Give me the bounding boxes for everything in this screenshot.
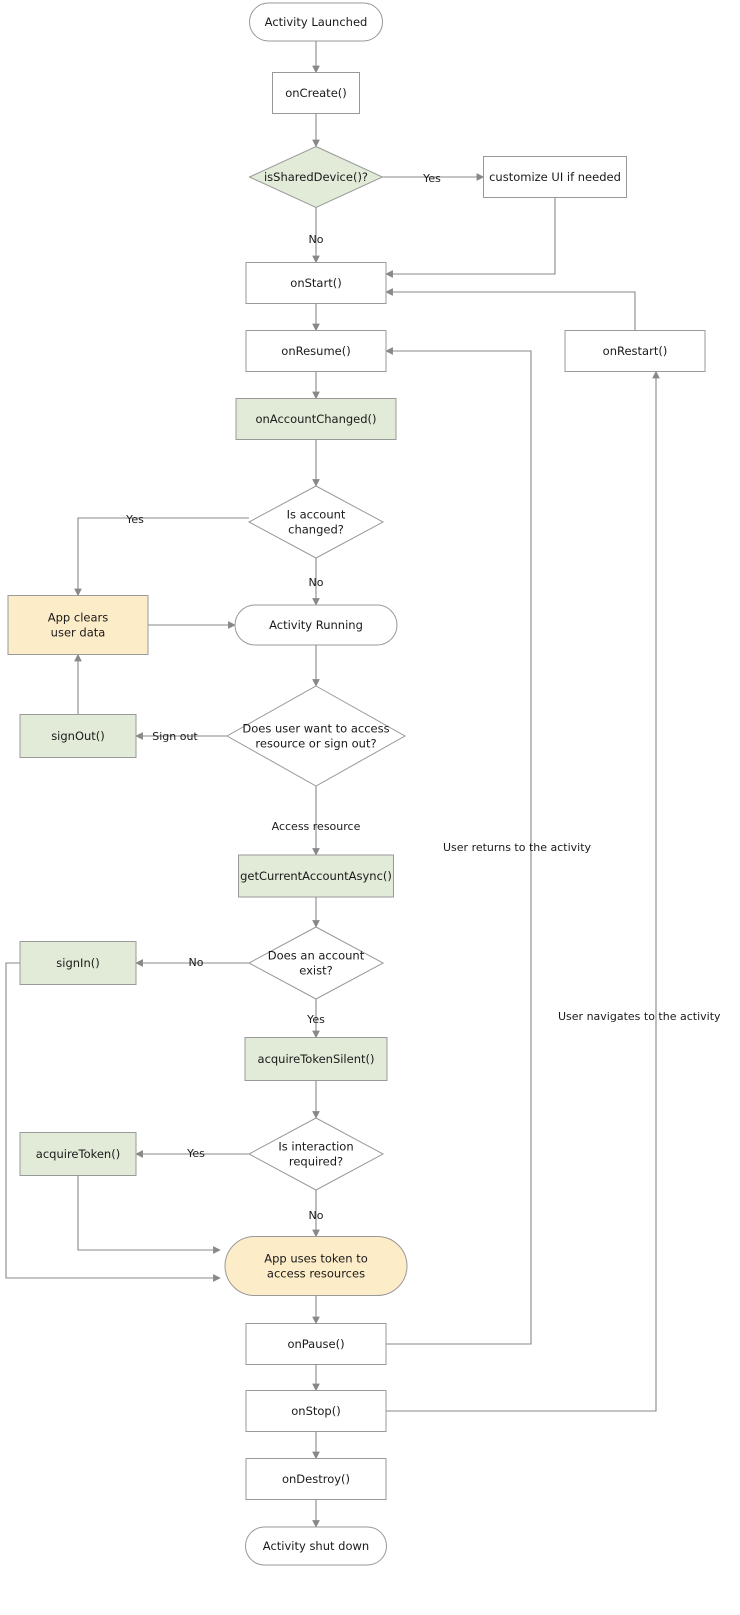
node-shape [247, 485, 385, 559]
node-sign_out[interactable]: signOut() [19, 714, 137, 758]
node-acquire_token[interactable]: acquireToken() [19, 1132, 137, 1176]
node-shape [245, 262, 387, 304]
node-label-get_current_account: getCurrentAccountAsync() [240, 869, 392, 883]
node-on_start[interactable]: onStart() [245, 262, 387, 304]
node-label-is_shared_device: isSharedDevice()? [264, 170, 368, 184]
node-on_create[interactable]: onCreate() [272, 72, 360, 114]
node-on_resume[interactable]: onResume() [245, 330, 387, 372]
node-on_restart[interactable]: onRestart() [564, 330, 706, 372]
edge-label-exist_no: No [189, 956, 204, 969]
edge-label-sign_out_label: Sign out [152, 730, 198, 743]
edge-label-shared_yes: Yes [422, 172, 441, 185]
node-label-acquire_token: acquireToken() [36, 1147, 120, 1161]
edge-label-user_navigates: User navigates to the activity [558, 1010, 721, 1023]
edge-label-account_yes: Yes [125, 513, 144, 526]
node-activity_running[interactable]: Activity Running [234, 604, 398, 646]
edge-acquiretoken-to-appusestoken [77, 1175, 221, 1254]
edge-label-interaction_no: No [309, 1209, 324, 1222]
node-shape [235, 398, 397, 440]
node-label-on_account_changed: onAccountChanged() [255, 412, 376, 426]
node-shape [483, 156, 627, 198]
node-label-on_stop: onStop() [291, 1404, 340, 1418]
edge-label-exist_yes: Yes [306, 1013, 325, 1026]
node-shape [225, 685, 407, 787]
node-label-acquire_token_silent: acquireTokenSilent() [258, 1052, 375, 1066]
node-label-on_pause: onPause() [287, 1337, 344, 1351]
edge-onrestart-to-onstart [385, 288, 636, 331]
node-label-activity_running: Activity Running [269, 618, 363, 632]
edge-label-interaction_yes: Yes [186, 1147, 205, 1160]
node-shape [7, 595, 149, 655]
node-shape [245, 1323, 387, 1365]
edge-label-shared_no: No [309, 233, 324, 246]
node-shape [245, 1458, 387, 1500]
node-on_destroy[interactable]: onDestroy() [245, 1458, 387, 1500]
node-shape [224, 1236, 408, 1296]
node-shape [564, 330, 706, 372]
edge-customize-to-onstart [385, 197, 556, 278]
node-label-on_restart: onRestart() [603, 344, 668, 358]
node-label-sign_out: signOut() [51, 729, 105, 743]
node-shape [247, 926, 385, 1000]
node-shape [19, 941, 137, 985]
edge-onstop-user-navigates-onrestart [386, 370, 660, 1412]
node-shape [244, 1037, 388, 1081]
node-label-activity_shut_down: Activity shut down [263, 1539, 369, 1553]
node-is_shared_device[interactable]: isSharedDevice()? [248, 145, 384, 209]
node-activity_shut_down[interactable]: Activity shut down [245, 1526, 387, 1566]
edge-onpause-user-returns-onresume [385, 347, 532, 1345]
node-shape [248, 145, 384, 209]
node-label-on_start: onStart() [290, 276, 341, 290]
node-shape [238, 854, 394, 898]
node-shape [245, 1390, 387, 1432]
node-label-on_create: onCreate() [285, 86, 347, 100]
edge-isaccountchanged-yes-appclears [74, 517, 249, 597]
edge-label-access_resource: Access resource [272, 820, 361, 833]
node-shape [272, 72, 360, 114]
node-shape [19, 1132, 137, 1176]
node-activity_launched[interactable]: Activity Launched [249, 2, 383, 42]
edge-layer [5, 41, 660, 1528]
node-customize_ui[interactable]: customize UI if needed [483, 156, 627, 198]
node-get_current_account[interactable]: getCurrentAccountAsync() [238, 854, 394, 898]
node-on_pause[interactable]: onPause() [245, 1323, 387, 1365]
node-shape [19, 714, 137, 758]
node-shape [245, 330, 387, 372]
node-shape [245, 1526, 387, 1566]
node-on_account_changed[interactable]: onAccountChanged() [235, 398, 397, 440]
node-sign_in[interactable]: signIn() [19, 941, 137, 985]
node-on_stop[interactable]: onStop() [245, 1390, 387, 1432]
node-shape [249, 2, 383, 42]
node-label-on_resume: onResume() [281, 344, 350, 358]
node-label-customize_ui: customize UI if needed [489, 170, 621, 184]
node-label-activity_launched: Activity Launched [265, 15, 368, 29]
node-shape [234, 604, 398, 646]
node-acquire_token_silent[interactable]: acquireTokenSilent() [244, 1037, 388, 1081]
node-label-sign_in: signIn() [56, 956, 99, 970]
node-layer: Activity Launched onCreate() isSharedDevic… [7, 2, 706, 1566]
node-shape [247, 1117, 385, 1191]
edge-signin-to-appusestoken [5, 962, 221, 1282]
node-label-on_destroy: onDestroy() [282, 1472, 350, 1486]
edge-label-account_no: No [309, 576, 324, 589]
edge-label-user_returns: User returns to the activity [443, 841, 592, 854]
